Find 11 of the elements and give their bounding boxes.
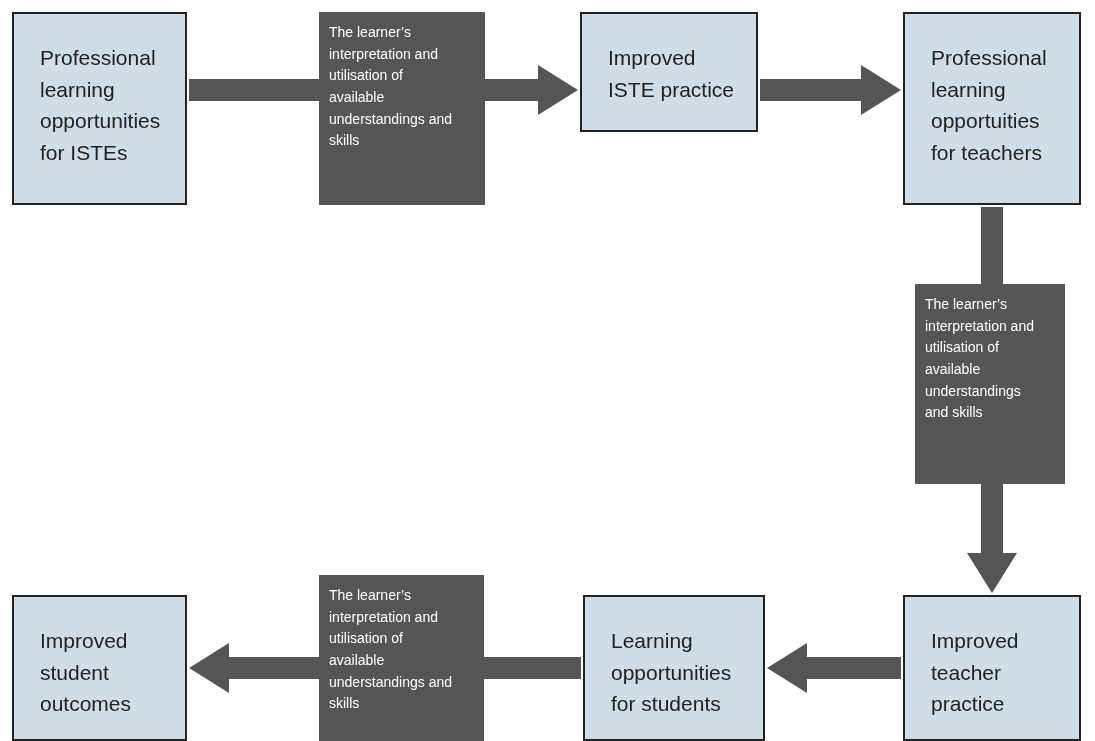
process-box: Professional learning opportuities for teachers: [903, 12, 1081, 205]
arrow: [760, 65, 901, 115]
process-box: Improved ISTE practice: [580, 12, 758, 132]
process-box: Professional learning opportunities for ISTEs: [12, 12, 187, 205]
edge-label: The learner’s interpretation and utilisation of available understandings and skills: [319, 575, 484, 741]
edge-label: The learner’s interpretation and utilisation of available understandings and skills: [319, 12, 485, 205]
arrow: [767, 643, 901, 693]
process-box: Improved student outcomes: [12, 595, 187, 741]
process-box: Learning opportunities for students: [583, 595, 765, 741]
edge-label: The learner’s interpretation and utilisation of available understandings and skills: [915, 284, 1065, 484]
process-box: Improved teacher practice: [903, 595, 1081, 741]
